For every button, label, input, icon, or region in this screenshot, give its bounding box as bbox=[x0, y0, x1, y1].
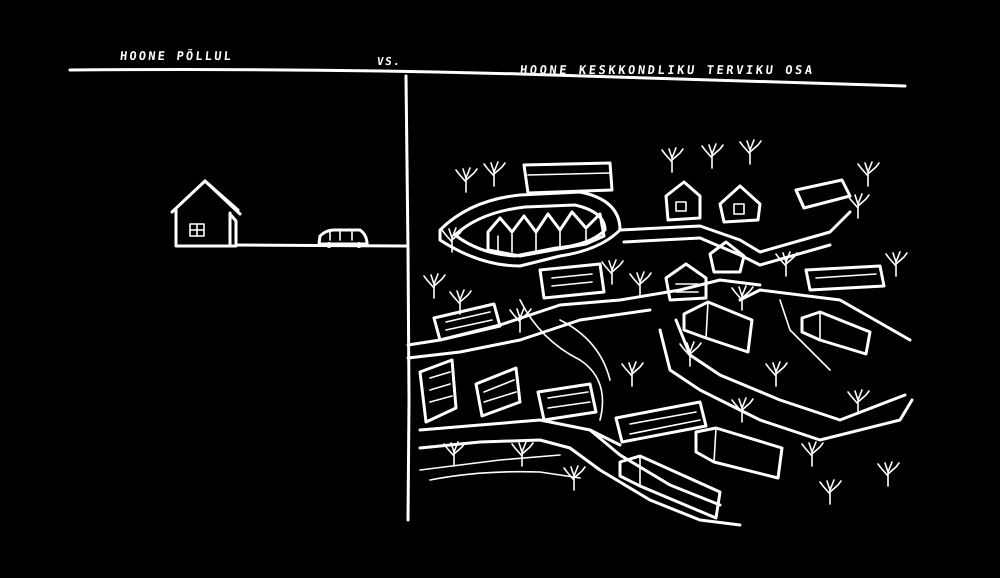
house-mid-2 bbox=[708, 240, 746, 274]
tree-icon bbox=[629, 271, 652, 297]
tree-icon bbox=[621, 361, 644, 387]
block-right-1 bbox=[804, 264, 886, 292]
tree-icon bbox=[441, 227, 464, 253]
tree-icon bbox=[483, 161, 506, 187]
divider-line bbox=[404, 74, 411, 522]
block-left-1 bbox=[432, 302, 502, 342]
top-rule bbox=[68, 68, 907, 88]
tree-icon bbox=[443, 441, 466, 467]
tree-icon bbox=[679, 341, 702, 367]
tree-icon bbox=[775, 251, 798, 277]
tree-icon bbox=[877, 461, 900, 487]
tree-icon bbox=[731, 397, 754, 423]
block-center-2 bbox=[800, 310, 872, 356]
tree-icon bbox=[449, 289, 472, 315]
tree-icon bbox=[511, 441, 534, 467]
tree-icon bbox=[661, 147, 684, 173]
rowhouses bbox=[486, 210, 606, 258]
tree-icon bbox=[601, 259, 624, 285]
tree-icon bbox=[857, 161, 880, 187]
roads-icon bbox=[406, 190, 914, 527]
block-lower-1 bbox=[614, 400, 708, 444]
tree-icon bbox=[509, 307, 532, 333]
park-paths bbox=[519, 299, 831, 421]
block-tower-3 bbox=[536, 382, 598, 422]
buildings-icon bbox=[418, 161, 886, 520]
block-mid-1 bbox=[538, 262, 606, 300]
right-panel bbox=[406, 139, 914, 527]
tree-icon bbox=[765, 361, 788, 387]
block-center-1 bbox=[682, 300, 754, 354]
tree-icon bbox=[847, 193, 870, 219]
block-tower-2 bbox=[474, 366, 522, 418]
tree-icon bbox=[801, 441, 824, 467]
block-lower-3 bbox=[618, 454, 722, 520]
tree-icon bbox=[455, 167, 478, 193]
small-house-2 bbox=[718, 184, 762, 224]
left-panel bbox=[170, 179, 408, 248]
tree-icon bbox=[701, 143, 724, 169]
house-icon bbox=[170, 179, 242, 248]
tree-icon bbox=[885, 251, 908, 277]
block-lower-2 bbox=[694, 426, 784, 480]
small-house-1 bbox=[664, 180, 702, 222]
tree-icon bbox=[563, 465, 586, 491]
tree-icon bbox=[739, 139, 762, 165]
tree-icon bbox=[819, 479, 842, 505]
block-tower-1 bbox=[418, 358, 458, 424]
frame-lines bbox=[68, 68, 907, 522]
tree-icon bbox=[847, 389, 870, 415]
tree-icon bbox=[423, 273, 446, 299]
block-top-right bbox=[794, 178, 852, 210]
trees-icon bbox=[423, 139, 908, 505]
car-icon bbox=[317, 228, 369, 248]
tree-icon bbox=[731, 285, 754, 311]
house-mid bbox=[664, 262, 708, 302]
building-top-long bbox=[522, 161, 614, 195]
